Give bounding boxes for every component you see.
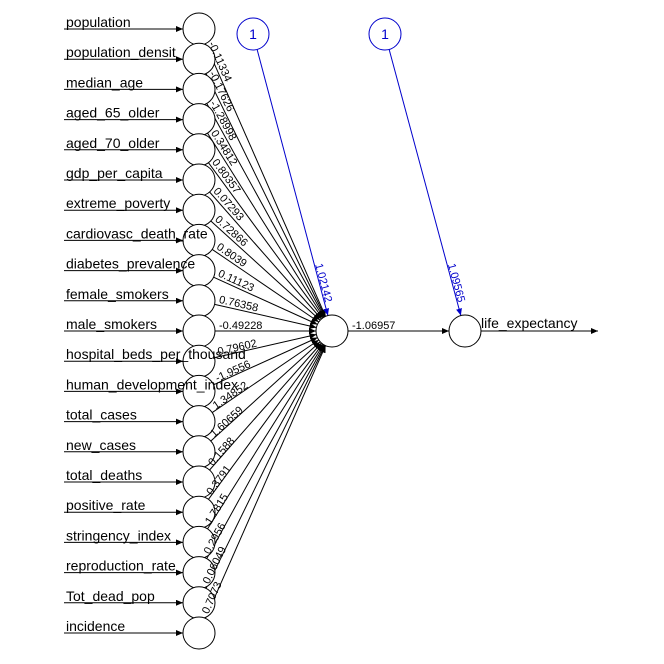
input-label: human_development_index [66,376,238,392]
input-node [182,12,216,46]
input-hidden-edge [211,248,320,323]
weight-label: 0.76358 [218,294,259,315]
input-label: median_age [66,74,143,90]
input-label: Tot_dead_pop [66,588,155,604]
input-label: hospital_beds_per_thousand [66,346,246,362]
input-hidden-edge [205,345,326,589]
bias-weight-label: 1.09565 [445,262,467,304]
input-label: stringency_index [66,527,171,543]
input-label: reproduction_rate [66,558,176,574]
input-hidden-edge [208,162,323,319]
input-label: population_densit [66,44,176,60]
input-label: cardiovasc_death_rate [66,225,208,241]
input-node [182,133,216,167]
input-hidden-edge [211,339,320,414]
input-label: female_smokers [66,286,169,302]
bias-node-hidden [236,17,270,51]
hidden-node [315,314,349,348]
input-hidden-edge [213,337,318,386]
input-label: total_deaths [66,467,142,483]
weight-label: 0.11123 [216,268,256,295]
input-label: new_cases [66,437,136,453]
input-label: positive_rate [66,497,146,513]
input-hidden-edge [210,220,321,321]
bias-node-label: 1 [381,26,389,42]
input-node [182,314,216,348]
input-hidden-edge [213,276,318,325]
input-hidden-edge [214,333,317,359]
node-layer [182,12,482,650]
input-hidden-edge [209,342,322,471]
input-label: male_smokers [66,316,157,332]
input-label: diabetes_prevalence [66,256,195,272]
bias-node-output [368,17,402,51]
bias-edge [388,49,462,316]
output-node [448,314,482,348]
input-label: incidence [66,618,125,634]
input-label: total_cases [66,407,137,423]
input-label: gdp_per_capita [66,165,163,181]
input-hidden-edge [204,43,327,317]
input-hidden-edge [204,345,327,619]
bias-node-label: 1 [249,26,257,42]
input-hidden-edge [210,341,321,442]
input-node [182,284,216,318]
input-label: population [66,14,131,30]
input-node [182,193,216,227]
input-hidden-edge [206,344,325,559]
input-hidden-edge [207,344,324,530]
input-label: aged_70_older [66,135,160,151]
hidden-output-weight: -1.06957 [352,320,395,332]
input-label: extreme_poverty [66,195,170,211]
weight-label: -0.49228 [219,320,262,332]
output-label: life_expectancy [481,315,578,331]
input-label: aged_65_older [66,105,160,121]
bias-edge [256,49,329,316]
input-node [182,163,216,197]
input-hidden-edge [209,191,322,320]
input-node [182,616,216,650]
input-hidden-edge [214,303,317,329]
connection-layer [64,26,598,636]
input-hidden-edge [208,343,323,500]
input-hidden-edge [205,73,326,317]
input-hidden-edge [206,103,325,318]
input-hidden-edge [207,132,324,318]
